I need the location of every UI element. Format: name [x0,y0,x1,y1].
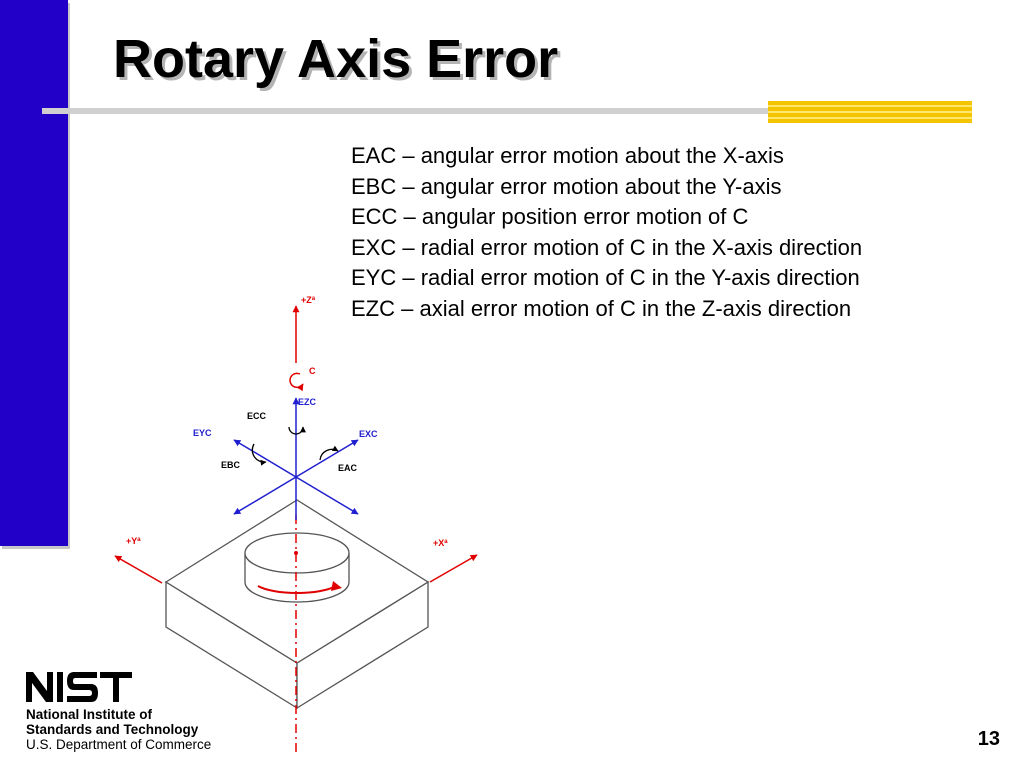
ebc-rotation-arrow [251,443,267,466]
c-label: C [309,366,316,376]
nist-logo [26,672,132,702]
definition-list: EAC – angular error motion about the X-a… [351,141,862,324]
rotary-disc [244,532,350,603]
eac-rotation-arrow [319,445,339,461]
accent-bar [768,101,972,123]
nist-name-line1: National Institute of [26,707,152,722]
definition-item: EBC – angular error motion about the Y-a… [351,173,782,199]
ecc-rotation-arrow [288,426,306,435]
definition-item: EZC – axial error motion of C in the Z-a… [351,295,852,321]
exc-axis-lower [233,476,297,515]
slide-title: Rotary Axis Error [113,29,559,89]
ezc-label: EZC [298,397,317,407]
nist-department: U.S. Department of Commerce [26,737,212,752]
x-axis-arrow [429,554,478,583]
rotation-indicators [251,426,339,466]
side-bar [0,0,68,546]
nist-name-line2: Standards and Technology [26,722,199,737]
z-plus-label: +Za [301,295,316,305]
definition-item: EYC – radial error motion of C in the Y-… [351,265,860,290]
y-plus-label: +Ya [126,536,141,546]
disc-center-dot [294,551,298,555]
definition-item: EXC – radial error motion of C in the X-… [351,234,863,260]
exc-axis-upper [295,439,359,478]
title-rule [42,108,972,114]
ecc-label: ECC [247,411,267,421]
eyc-axis-upper [233,439,297,478]
ebc-label: EBC [221,460,241,470]
c-rotation-arrow [289,372,304,392]
exc-label: EXC [359,429,378,439]
x-plus-label: +Xa [433,538,448,548]
page-number: 13 [977,728,1000,750]
y-axis-arrow [114,555,163,584]
definition-item: ECC – angular position error motion of C [351,204,749,229]
definition-item: EAC – angular error motion about the X-a… [351,143,784,168]
disc-rotation-arrowhead [331,581,342,591]
disc-rotation-arrow [257,585,337,594]
eac-label: EAC [338,463,358,473]
eyc-label: EYC [193,428,212,438]
eyc-axis-lower [295,476,359,515]
error-axes [233,397,359,520]
machine-table [164,499,430,710]
